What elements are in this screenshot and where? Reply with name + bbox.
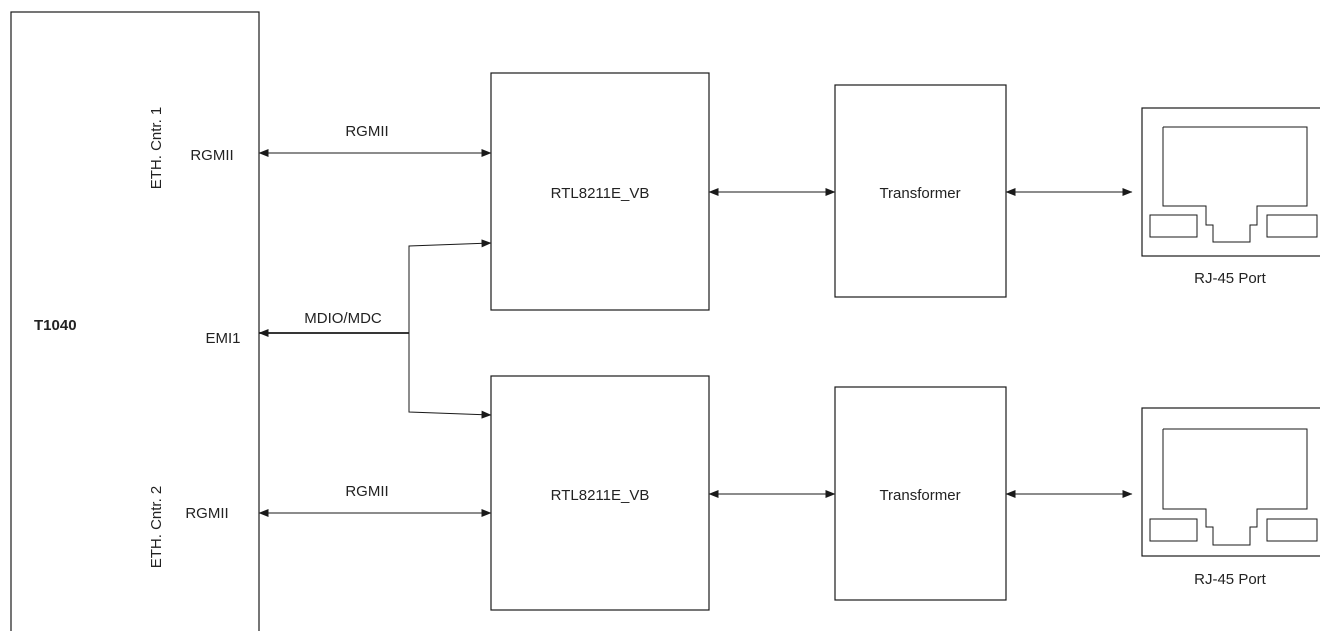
mdio-mdc-label: MDIO/MDC [304,310,382,327]
rgmii-link-bottom-label: RGMII [345,483,388,500]
phy-1-label: RTL8211E_VB [551,185,650,202]
soc-emi1-port-label: EMI1 [205,330,240,347]
soc-rgmii-port-1-label: RGMII [190,147,233,164]
rj45-port-1-label: RJ-45 Port [1194,270,1267,287]
transformer-1-label: Transformer [879,185,960,202]
soc-name-label: T1040 [34,317,77,334]
mdio-branch-to-phy-2 [408,333,492,419]
t1040-soc-block [10,11,260,631]
rgmii-link-top-label: RGMII [345,123,388,140]
rj45-port-2-icon [1141,407,1320,557]
rj45-port-1-icon [1141,107,1320,257]
transformer-2-label: Transformer [879,487,960,504]
phy-2-label: RTL8211E_VB [551,487,650,504]
mdio-branch-to-phy-1 [408,239,492,333]
rj45-port-2-label: RJ-45 Port [1194,571,1267,588]
soc-rgmii-port-2-label: RGMII [185,505,228,522]
eth-controller-1-label: ETH. Cntr. 1 [148,107,165,190]
eth-controller-2-label: ETH. Cntr. 2 [148,486,165,569]
